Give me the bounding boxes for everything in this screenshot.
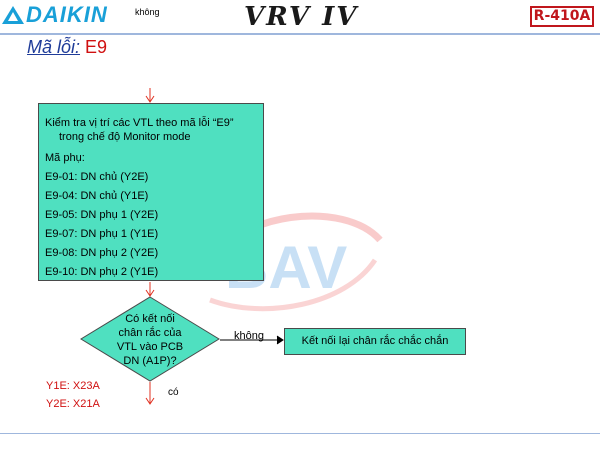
daikin-triangle-icon xyxy=(2,6,24,24)
header-bar: DAIKIN không VRV IV R-410A xyxy=(0,0,600,32)
check-instruction-line1: Kiểm tra vị trí các VTL theo mã lỗi “E9” xyxy=(45,117,234,129)
connector-y2e: Y2E: X21A xyxy=(46,398,100,410)
header-stray-text: không xyxy=(135,7,160,17)
product-title: VRV IV xyxy=(244,2,359,32)
decision-question: Có kết nối chân rắc của VTL vào PCB DN (… xyxy=(80,312,220,368)
decision-line: VTL vào PCB xyxy=(116,341,184,353)
error-label: Mã lỗi: xyxy=(27,37,81,57)
sub-code-item: E9-05: DN phụ 1 (Y2E) xyxy=(45,209,159,221)
check-instruction-line2: trong chế độ Monitor mode xyxy=(59,131,191,143)
sub-code-label: Mã phụ: xyxy=(45,152,85,164)
sub-code-item: E9-08: DN phụ 2 (Y2E) xyxy=(45,247,159,259)
connector-y1e: Y1E: X23A xyxy=(46,380,100,392)
error-code-heading: Mã lỗi: E9 xyxy=(27,37,107,58)
arrow-no-branch-head xyxy=(276,335,284,345)
no-branch-label: không xyxy=(234,330,264,342)
decision-diamond xyxy=(80,296,220,382)
header-divider xyxy=(0,33,600,35)
sub-code-item: E9-07: DN phụ 1 (Y1E) xyxy=(45,228,159,240)
decision-line: Có kết nối xyxy=(125,313,175,325)
footer-divider xyxy=(0,433,600,434)
check-step-box: Kiểm tra vị trí các VTL theo mã lỗi “E9”… xyxy=(38,103,264,281)
sub-code-item: E9-01: DN chủ (Y2E) xyxy=(45,171,149,183)
yes-branch-label: có xyxy=(168,387,179,398)
decision-line: DN (A1P)? xyxy=(123,355,177,367)
sub-code-item: E9-10: DN phụ 2 (Y1E) xyxy=(45,266,159,278)
arrow-yes-branch-head xyxy=(145,397,155,405)
error-code: E9 xyxy=(85,37,108,57)
result-step-box: Kết nối lại chân rắc chắc chắn xyxy=(284,328,466,355)
arrow-into-check-head xyxy=(145,95,155,103)
refrigerant-badge: R-410A xyxy=(530,6,594,27)
brand-name: DAIKIN xyxy=(26,2,108,27)
daikin-logo: DAIKIN xyxy=(2,2,108,27)
decision-line: chân rắc của xyxy=(118,327,182,339)
sub-code-item: E9-04: DN chủ (Y1E) xyxy=(45,190,149,202)
